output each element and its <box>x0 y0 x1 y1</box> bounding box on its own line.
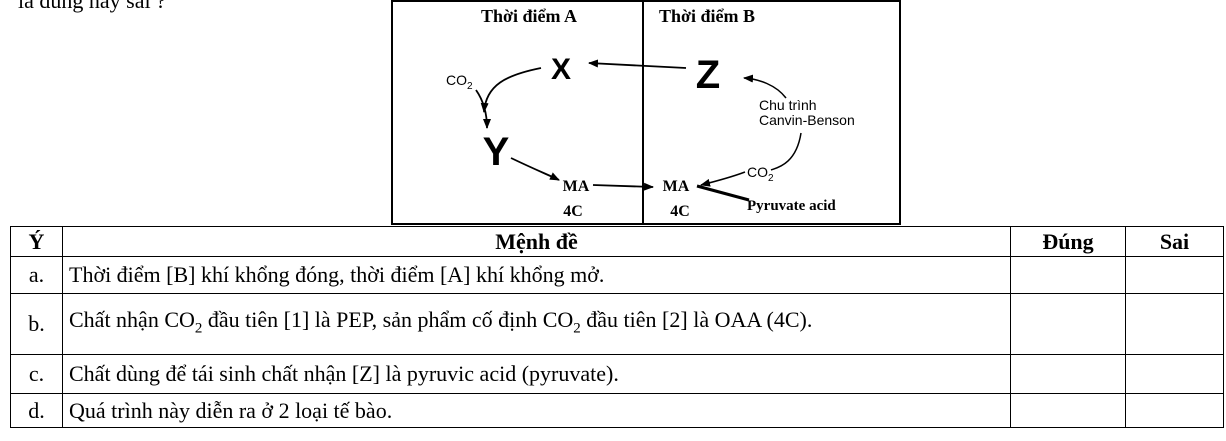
arrow-y-to-ma <box>510 157 560 181</box>
arrow-co2-to-y <box>475 89 491 129</box>
calvin-arc-lower <box>770 132 802 171</box>
diagram-frame <box>391 0 901 225</box>
cam-cycle-diagram: Thời điểm A Thời điểm B X Z Y CO2 CO2 Ch… <box>391 0 901 226</box>
header-true: Đúng <box>1010 226 1126 257</box>
row-letter: d. <box>10 393 63 428</box>
label-time-a: Thời điểm A <box>481 6 577 26</box>
table-row: a. Thời điểm [B] khí khổng đóng, thời đi… <box>10 256 1224 294</box>
table-row: d. Quá trình này diễn ra ở 2 loại tế bào… <box>10 393 1224 428</box>
row-letter: b. <box>10 293 63 355</box>
arrow-z-to-x <box>588 59 687 69</box>
table-row: b. Chất nhận CO2 đầu tiên [1] là PEP, sả… <box>10 293 1224 355</box>
table-row: c. Chất dùng để tái sinh chất nhận [Z] l… <box>10 354 1224 394</box>
cam-cycle-svg: Thời điểm A Thời điểm B X Z Y CO2 CO2 Ch… <box>391 0 901 225</box>
co2-right-label: CO2 <box>747 164 774 184</box>
answer-true-cell[interactable] <box>1010 256 1126 294</box>
label-z: Z <box>696 53 720 97</box>
intro-text: là đúng hay sai ? <box>18 0 166 13</box>
arrow-x-to-y <box>480 67 542 113</box>
answer-false-cell[interactable] <box>1125 354 1224 394</box>
answer-false-cell[interactable] <box>1125 293 1224 355</box>
label-time-b: Thời điểm B <box>659 6 755 26</box>
row-statement: Quá trình này diễn ra ở 2 loại tế bào. <box>62 393 1011 428</box>
answer-false-cell[interactable] <box>1125 256 1224 294</box>
answer-true-cell[interactable] <box>1010 354 1126 394</box>
label-x: X <box>551 53 571 86</box>
row-letter: a. <box>10 256 63 294</box>
calvin-arc-to-z <box>743 74 787 99</box>
line-ma-to-pyruvate <box>696 184 750 202</box>
cycle-label-line1: Chu trình <box>759 97 817 113</box>
table-header-row: Ý Mệnh đề Đúng Sai <box>10 226 1224 257</box>
answer-false-cell[interactable] <box>1125 393 1224 428</box>
row-statement: Chất dùng để tái sinh chất nhận [Z] là p… <box>62 354 1011 394</box>
header-statement: Mệnh đề <box>62 226 1011 257</box>
question-table: Ý Mệnh đề Đúng Sai a. Thời điểm [B] khí … <box>10 226 1224 428</box>
row-letter: c. <box>10 354 63 394</box>
ma-left-label: MA <box>563 178 590 195</box>
pyruvate-label: Pyruvate acid <box>747 198 836 214</box>
arrow-ma-to-ma <box>592 182 654 191</box>
row-statement: Chất nhận CO2 đầu tiên [1] là PEP, sản p… <box>62 293 1011 355</box>
c4-right-label: 4C <box>670 203 690 220</box>
arrow-co2-to-ma <box>700 171 746 187</box>
c4-left-label: 4C <box>563 203 583 220</box>
row-statement: Thời điểm [B] khí khổng đóng, thời điểm … <box>62 256 1011 294</box>
answer-true-cell[interactable] <box>1010 393 1126 428</box>
answer-true-cell[interactable] <box>1010 293 1126 355</box>
header-y: Ý <box>10 226 63 257</box>
label-y: Y <box>483 130 510 174</box>
header-false: Sai <box>1125 226 1224 257</box>
co2-left-label: CO2 <box>446 72 473 92</box>
cycle-label-line2: Canvin-Benson <box>759 112 855 128</box>
ma-right-label: MA <box>663 178 690 195</box>
